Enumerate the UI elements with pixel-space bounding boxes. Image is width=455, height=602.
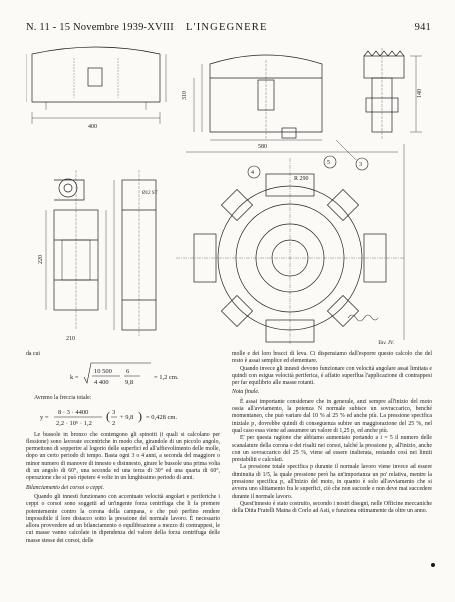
journal-title: L'INGEGNERE — [186, 22, 268, 33]
drawing-note: Ø12 ST — [142, 191, 158, 196]
page-header: N. 11 - 15 Novembre 1939-XVIII L'INGEGNE… — [26, 22, 431, 36]
formula-y-num: 8 · 3 · 4400 — [58, 409, 88, 416]
issue-date: N. 11 - 15 Novembre 1939-XVIII — [26, 22, 174, 33]
formula-k-num-right: 6 — [126, 368, 130, 375]
dim-bottom-left-h: 220 — [38, 255, 44, 264]
svg-text:+ 9,8: + 9,8 — [120, 414, 133, 421]
shoe-section-view — [363, 48, 422, 140]
left-para-1: Le bussole in bronzo che contengono gli … — [26, 431, 220, 482]
draftsman-signature — [347, 314, 379, 322]
formula-y-result: = 0,428 cm. — [146, 414, 177, 421]
right-para-2: Quando invece gli innesti devono funzion… — [232, 365, 432, 387]
dim-top-mid-h1: 310 — [182, 91, 188, 100]
bush-elevation-view — [45, 170, 157, 336]
right-column: molle e dei loro bracci di leva. Ci disp… — [232, 351, 432, 516]
drum-plan-view — [176, 144, 405, 344]
dim-right-radius: R 290 — [294, 176, 309, 182]
drawing-svg: 400 580 310 140 220 210 R 290 3 4 5 Ø12 … — [26, 46, 423, 344]
page-number: 941 — [414, 22, 431, 33]
right-para-4: E' per questa ragione che abbiamo aument… — [232, 435, 432, 464]
formula-y-lhs: y = — [40, 414, 49, 421]
svg-text:): ) — [138, 409, 142, 423]
section-title-final-note: Nota finale. — [232, 389, 260, 396]
formula-y-paren-den: 2 — [112, 420, 115, 427]
formula-y-den: 2,2 · 10⁶ · 1,2 — [56, 420, 92, 427]
dim-bottom-left-w: 210 — [66, 336, 75, 342]
intro-text: da cui — [26, 351, 41, 357]
right-para-5: La pressione totale specifica p durante … — [232, 464, 432, 500]
arrow-text: Avremo la freccia totale: — [34, 395, 92, 402]
right-para-1: molle e dei loro bracci di leva. Ci disp… — [232, 351, 432, 365]
formula-k-result: = 1,2 cm. — [154, 374, 179, 381]
dim-top-left-width: 400 — [88, 124, 97, 130]
callout-3: 3 — [359, 162, 362, 168]
formula-k-lhs: k = — [70, 374, 79, 381]
figure-caption: Tav. IV. — [378, 340, 394, 346]
section-title-balancing: Bilanciamento dei corsoi o ceppi. — [26, 484, 105, 491]
dim-top-mid-width: 580 — [258, 144, 267, 150]
formula-y: y = 8 · 3 · 4400 2,2 · 10⁶ · 1,2 ( 3 2 +… — [26, 406, 220, 428]
left-para-2: Quando gli innesti funzionano con accent… — [26, 493, 220, 544]
left-column: da cui k = 10 500 4 400 6 9,8 = 1,2 cm. … — [26, 351, 220, 545]
end-bullet — [431, 563, 435, 567]
formula-k-den-right: 9,8 — [125, 379, 133, 386]
callout-4: 4 — [251, 170, 254, 176]
shoe-plan-view — [26, 46, 167, 124]
formula-k-den-left: 4 400 — [94, 379, 109, 386]
shoe-side-view — [193, 54, 323, 141]
dim-top-mid-h2: 140 — [417, 89, 423, 98]
callout-5: 5 — [327, 160, 330, 166]
svg-text:(: ( — [106, 409, 110, 423]
right-para-6: Quest'innesto è stato costruito, secondo… — [232, 500, 432, 515]
formula-k: k = 10 500 4 400 6 9,8 = 1,2 cm. — [26, 361, 220, 391]
formula-k-num-left: 10 500 — [94, 368, 112, 375]
technical-drawing: 400 580 310 140 220 210 R 290 3 4 5 Ø12 … — [26, 40, 434, 345]
right-para-3: È assai importante considerare che in ge… — [232, 398, 432, 434]
formula-y-paren-num: 3 — [112, 409, 115, 416]
